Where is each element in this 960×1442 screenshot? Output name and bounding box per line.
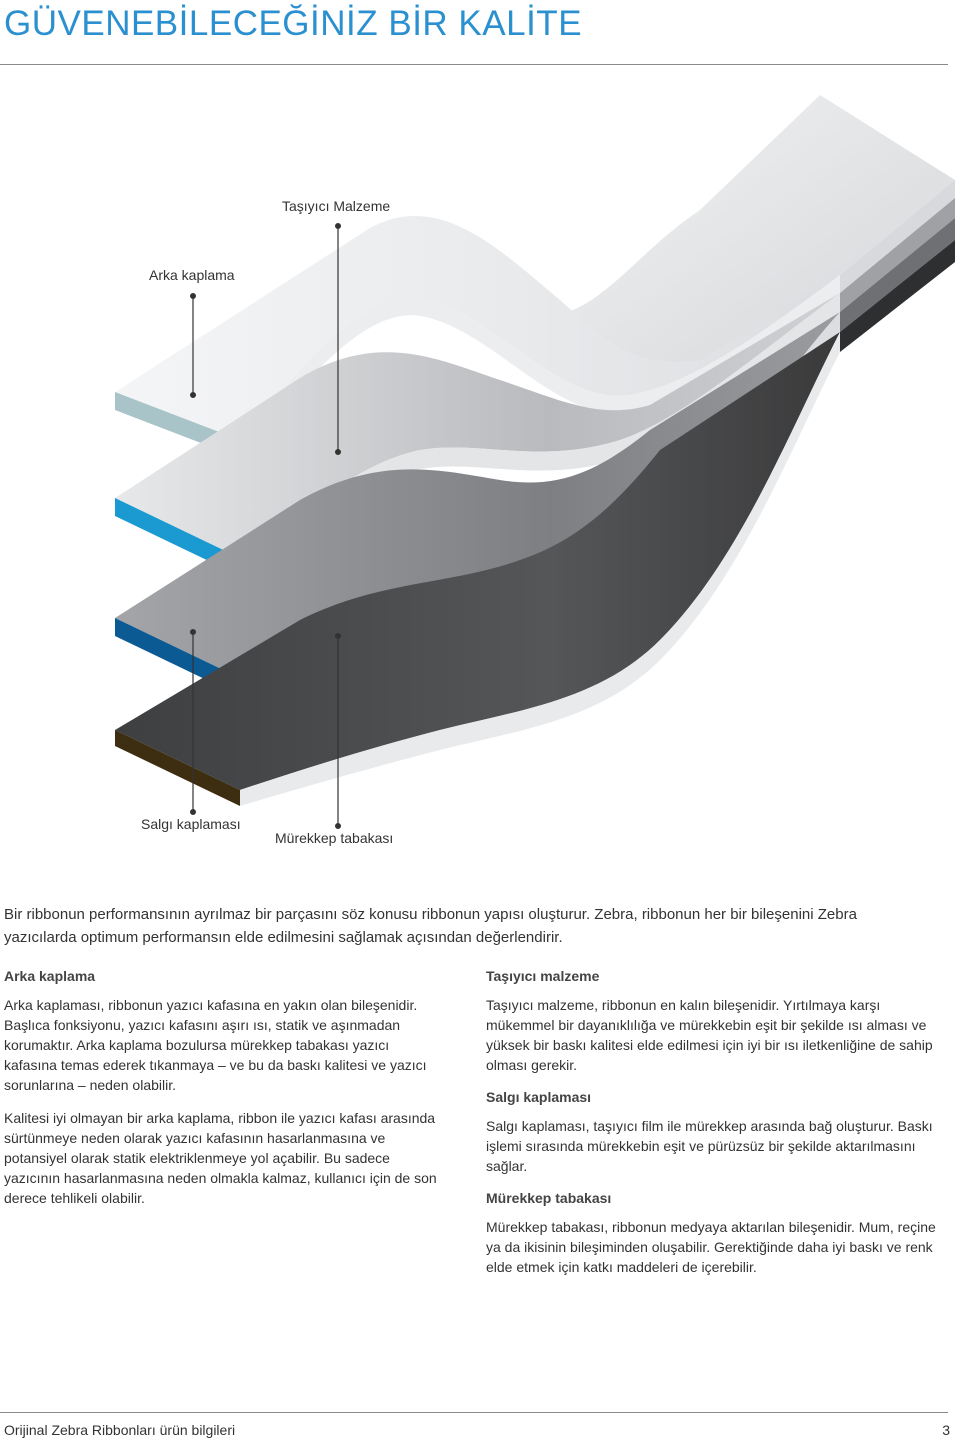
back-coat-paragraph-1: Arka kaplaması, ribbonun yazıcı kafasına… — [4, 997, 427, 1093]
page-title: GÜVENEBİLECEĞİNİZ BİR KALİTE — [4, 4, 583, 43]
footer-divider — [0, 1412, 948, 1413]
label-back-coat: Arka kaplama — [149, 267, 235, 283]
ink-layer-paragraph: Mürekkep tabakası, ribbonun medyaya akta… — [486, 1219, 936, 1275]
label-carrier: Taşıyıcı Malzeme — [282, 198, 391, 214]
back-coat-heading: Arka kaplama — [4, 968, 96, 984]
ribbon-layers-diagram: Taşıyıcı Malzeme Arka kaplama Salgı kapl… — [0, 70, 960, 870]
ribbon-layers-illustration — [115, 95, 955, 829]
ink-layer-heading: Mürekkep tabakası — [486, 1190, 612, 1206]
back-coat-paragraph-2: Kalitesi iyi olmayan bir arka kaplama, r… — [4, 1110, 437, 1206]
label-release-coat: Salgı kaplaması — [141, 816, 241, 832]
back-coat-section: Arka kaplama Arka kaplaması, ribbonun ya… — [4, 966, 444, 1221]
footer-document-title: Orijinal Zebra Ribbonları ürün bilgileri — [4, 1422, 236, 1438]
page-number: 3 — [942, 1422, 950, 1438]
intro-paragraph: Bir ribbonun performansının ayrılmaz bir… — [4, 906, 857, 946]
label-ink-layer: Mürekkep tabakası — [275, 830, 394, 846]
header-divider — [0, 64, 948, 65]
release-coat-paragraph: Salgı kaplaması, taşıyıcı film ile mürek… — [486, 1118, 933, 1174]
release-coat-heading: Salgı kaplaması — [486, 1089, 592, 1105]
components-section: Taşıyıcı malzeme Taşıyıcı malzeme, ribbo… — [486, 966, 948, 1289]
carrier-heading: Taşıyıcı malzeme — [486, 968, 600, 984]
carrier-paragraph: Taşıyıcı malzeme, ribbonun en kalın bile… — [486, 997, 933, 1073]
